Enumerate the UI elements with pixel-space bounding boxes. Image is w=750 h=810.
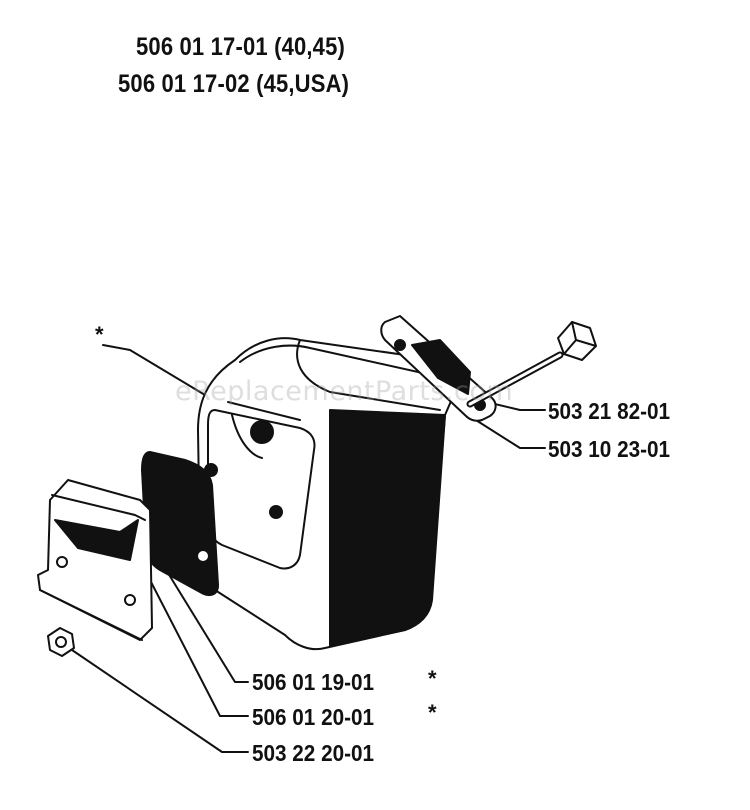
bracket [37, 479, 153, 641]
asterisk-marker: * [95, 322, 104, 347]
leader-bracket [149, 579, 249, 717]
leader-heat-shield [159, 559, 249, 683]
label-nut: 503 22 20-01 [252, 740, 375, 766]
asterisk-bracket: * [428, 700, 437, 725]
heat-shield [141, 451, 219, 597]
muffler-body [197, 337, 460, 651]
part-number-title-2: 506 01 17-02 (45,USA) [118, 70, 350, 98]
label-bracket: 506 01 20-01 [252, 704, 375, 730]
gasket [380, 315, 497, 422]
nut [47, 627, 75, 657]
label-heat-shield: 506 01 19-01 [252, 669, 375, 695]
asterisk-heat-shield: * [428, 666, 437, 691]
leader-nut [71, 649, 249, 753]
label-gasket: 503 10 23-01 [548, 436, 671, 462]
leader-asterisk [102, 344, 211, 399]
bolt [466, 321, 597, 408]
label-bolt: 503 21 82-01 [548, 398, 671, 424]
leader-gasket [459, 409, 546, 449]
watermark: eReplacementParts.com [175, 376, 514, 407]
part-number-title-1: 506 01 17-01 (40,45) [136, 33, 346, 61]
